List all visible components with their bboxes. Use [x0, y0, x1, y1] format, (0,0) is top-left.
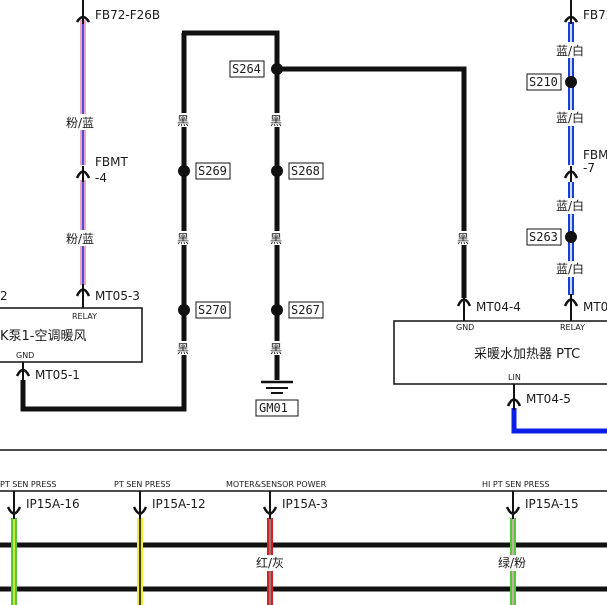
wire-color-blue-white-2: 蓝/白: [556, 110, 584, 125]
pin-name-pt-sen-press-mid: PT SEN PRESS: [114, 480, 171, 489]
splice-s270-label: S270: [198, 303, 227, 317]
splice-s269[interactable]: [178, 165, 190, 177]
wire-color-blue-white-1: 蓝/白: [556, 43, 584, 58]
wire-color-black-5: 黑: [177, 342, 189, 356]
connector-fbmt-label-b: -4: [95, 171, 107, 185]
pin-name-hi-pt-sen-press: HI PT SEN PRESS: [482, 480, 549, 489]
connector-fbmt-7-symbol: [563, 166, 579, 182]
wire-color-black-7: 黑: [457, 232, 469, 246]
wire-lin-blue[interactable]: [511, 384, 607, 434]
connector-fbmt-4-symbol: [75, 166, 91, 182]
wire-color-black-3: 黑: [177, 232, 189, 246]
wire-color-red-gray: 红/灰: [256, 555, 284, 570]
connector-mt05-1-symbol: [15, 362, 31, 380]
splice-s264[interactable]: [271, 63, 283, 75]
pin-label-relay-right: RELAY: [560, 323, 585, 332]
splice-s268-label: S268: [291, 164, 320, 178]
connector-fb72-f26b-label: FB72-F26B: [95, 8, 160, 22]
pin-name-pt-sen-press-left: PT SEN PRESS: [0, 480, 57, 489]
connector-mt04-5-symbol: [506, 398, 522, 407]
connector-ip15a-16-symbol: [6, 491, 22, 519]
wire-color-black-2: 黑: [270, 114, 282, 128]
heater-component-name: 采暖水加热器 PTC: [474, 347, 580, 362]
pin-name-moter-sensor-power: MOTER&SENSOR POWER: [226, 480, 327, 489]
heater-component-box[interactable]: [393, 320, 607, 385]
connector-fb72-f26b-symbol: [75, 14, 91, 24]
splice-s263[interactable]: [565, 231, 577, 243]
pin-label-gnd-right: GND: [456, 323, 474, 332]
connector-ip15a-12-symbol: [132, 491, 148, 519]
connector-fbmt-label-a: FBMT: [95, 155, 128, 169]
wire-color-blue-white-4: 蓝/白: [556, 261, 584, 276]
splice-s267[interactable]: [271, 304, 283, 316]
connector-fbmt-right-label-b: -7: [583, 161, 595, 175]
connector-fb72-right-label: FB72: [583, 8, 607, 22]
wire-black-ground-loop[interactable]: [20, 30, 280, 412]
wire-color-pink-blue-1: 粉/蓝: [66, 116, 94, 130]
connector-mt04-5-label: MT04-5: [526, 392, 571, 406]
splice-s268[interactable]: [271, 165, 283, 177]
wire-color-black-4: 黑: [270, 232, 282, 246]
connector-mt05-1-label: MT05-1: [35, 368, 80, 382]
pin-label-lin: LIN: [508, 373, 521, 382]
left-component-box[interactable]: [0, 307, 143, 363]
left-component-name: K泵1-空调暖风: [0, 329, 87, 344]
splice-s210[interactable]: [565, 76, 577, 88]
splice-s264-label: S264: [232, 62, 261, 76]
wire-color-black-6: 黑: [270, 342, 282, 356]
pin-label-relay-left: RELAY: [72, 312, 97, 321]
connector-mt04-4-symbol: [456, 294, 472, 322]
wire-color-blue-white-3: 蓝/白: [556, 198, 584, 213]
connector-mt0-right-label: MT0: [583, 300, 607, 314]
splice-s269-label: S269: [198, 164, 227, 178]
splice-s270[interactable]: [178, 304, 190, 316]
connector-ip15a-12-label: IP15A-12: [152, 497, 206, 511]
connector-mt05-3-label: MT05-3: [95, 289, 140, 303]
wire-black-to-heater[interactable]: [277, 66, 467, 298]
splice-s267-label: S267: [291, 303, 320, 317]
ground-gm01-label: GM01: [259, 401, 288, 415]
wire-color-pink-blue-2: 粉/蓝: [66, 232, 94, 246]
splice-s210-label: S210: [529, 75, 558, 89]
connector-ip15a-15-symbol: [505, 491, 521, 519]
connector-mt0-right-symbol: [563, 294, 579, 322]
connector-ip15a-16-label: IP15A-16: [26, 497, 80, 511]
splice-s263-label: S263: [529, 230, 558, 244]
left-edge-label: 2: [0, 289, 8, 303]
ground-symbol: [261, 380, 293, 394]
pin-label-gnd-left: GND: [16, 351, 34, 360]
connector-fbmt-right-label-a: FBM: [583, 148, 607, 162]
connector-ip15a-15-label: IP15A-15: [525, 497, 579, 511]
connector-mt04-4-label: MT04-4: [476, 300, 521, 314]
wire-color-green-pink: 绿/粉: [498, 555, 526, 570]
connector-fb72-right-symbol: [563, 14, 579, 24]
connector-mt05-3-symbol: [75, 284, 91, 300]
wire-color-black-1: 黑: [177, 114, 189, 128]
connector-ip15a-3-label: IP15A-3: [282, 497, 328, 511]
connector-ip15a-3-symbol: [262, 491, 278, 519]
